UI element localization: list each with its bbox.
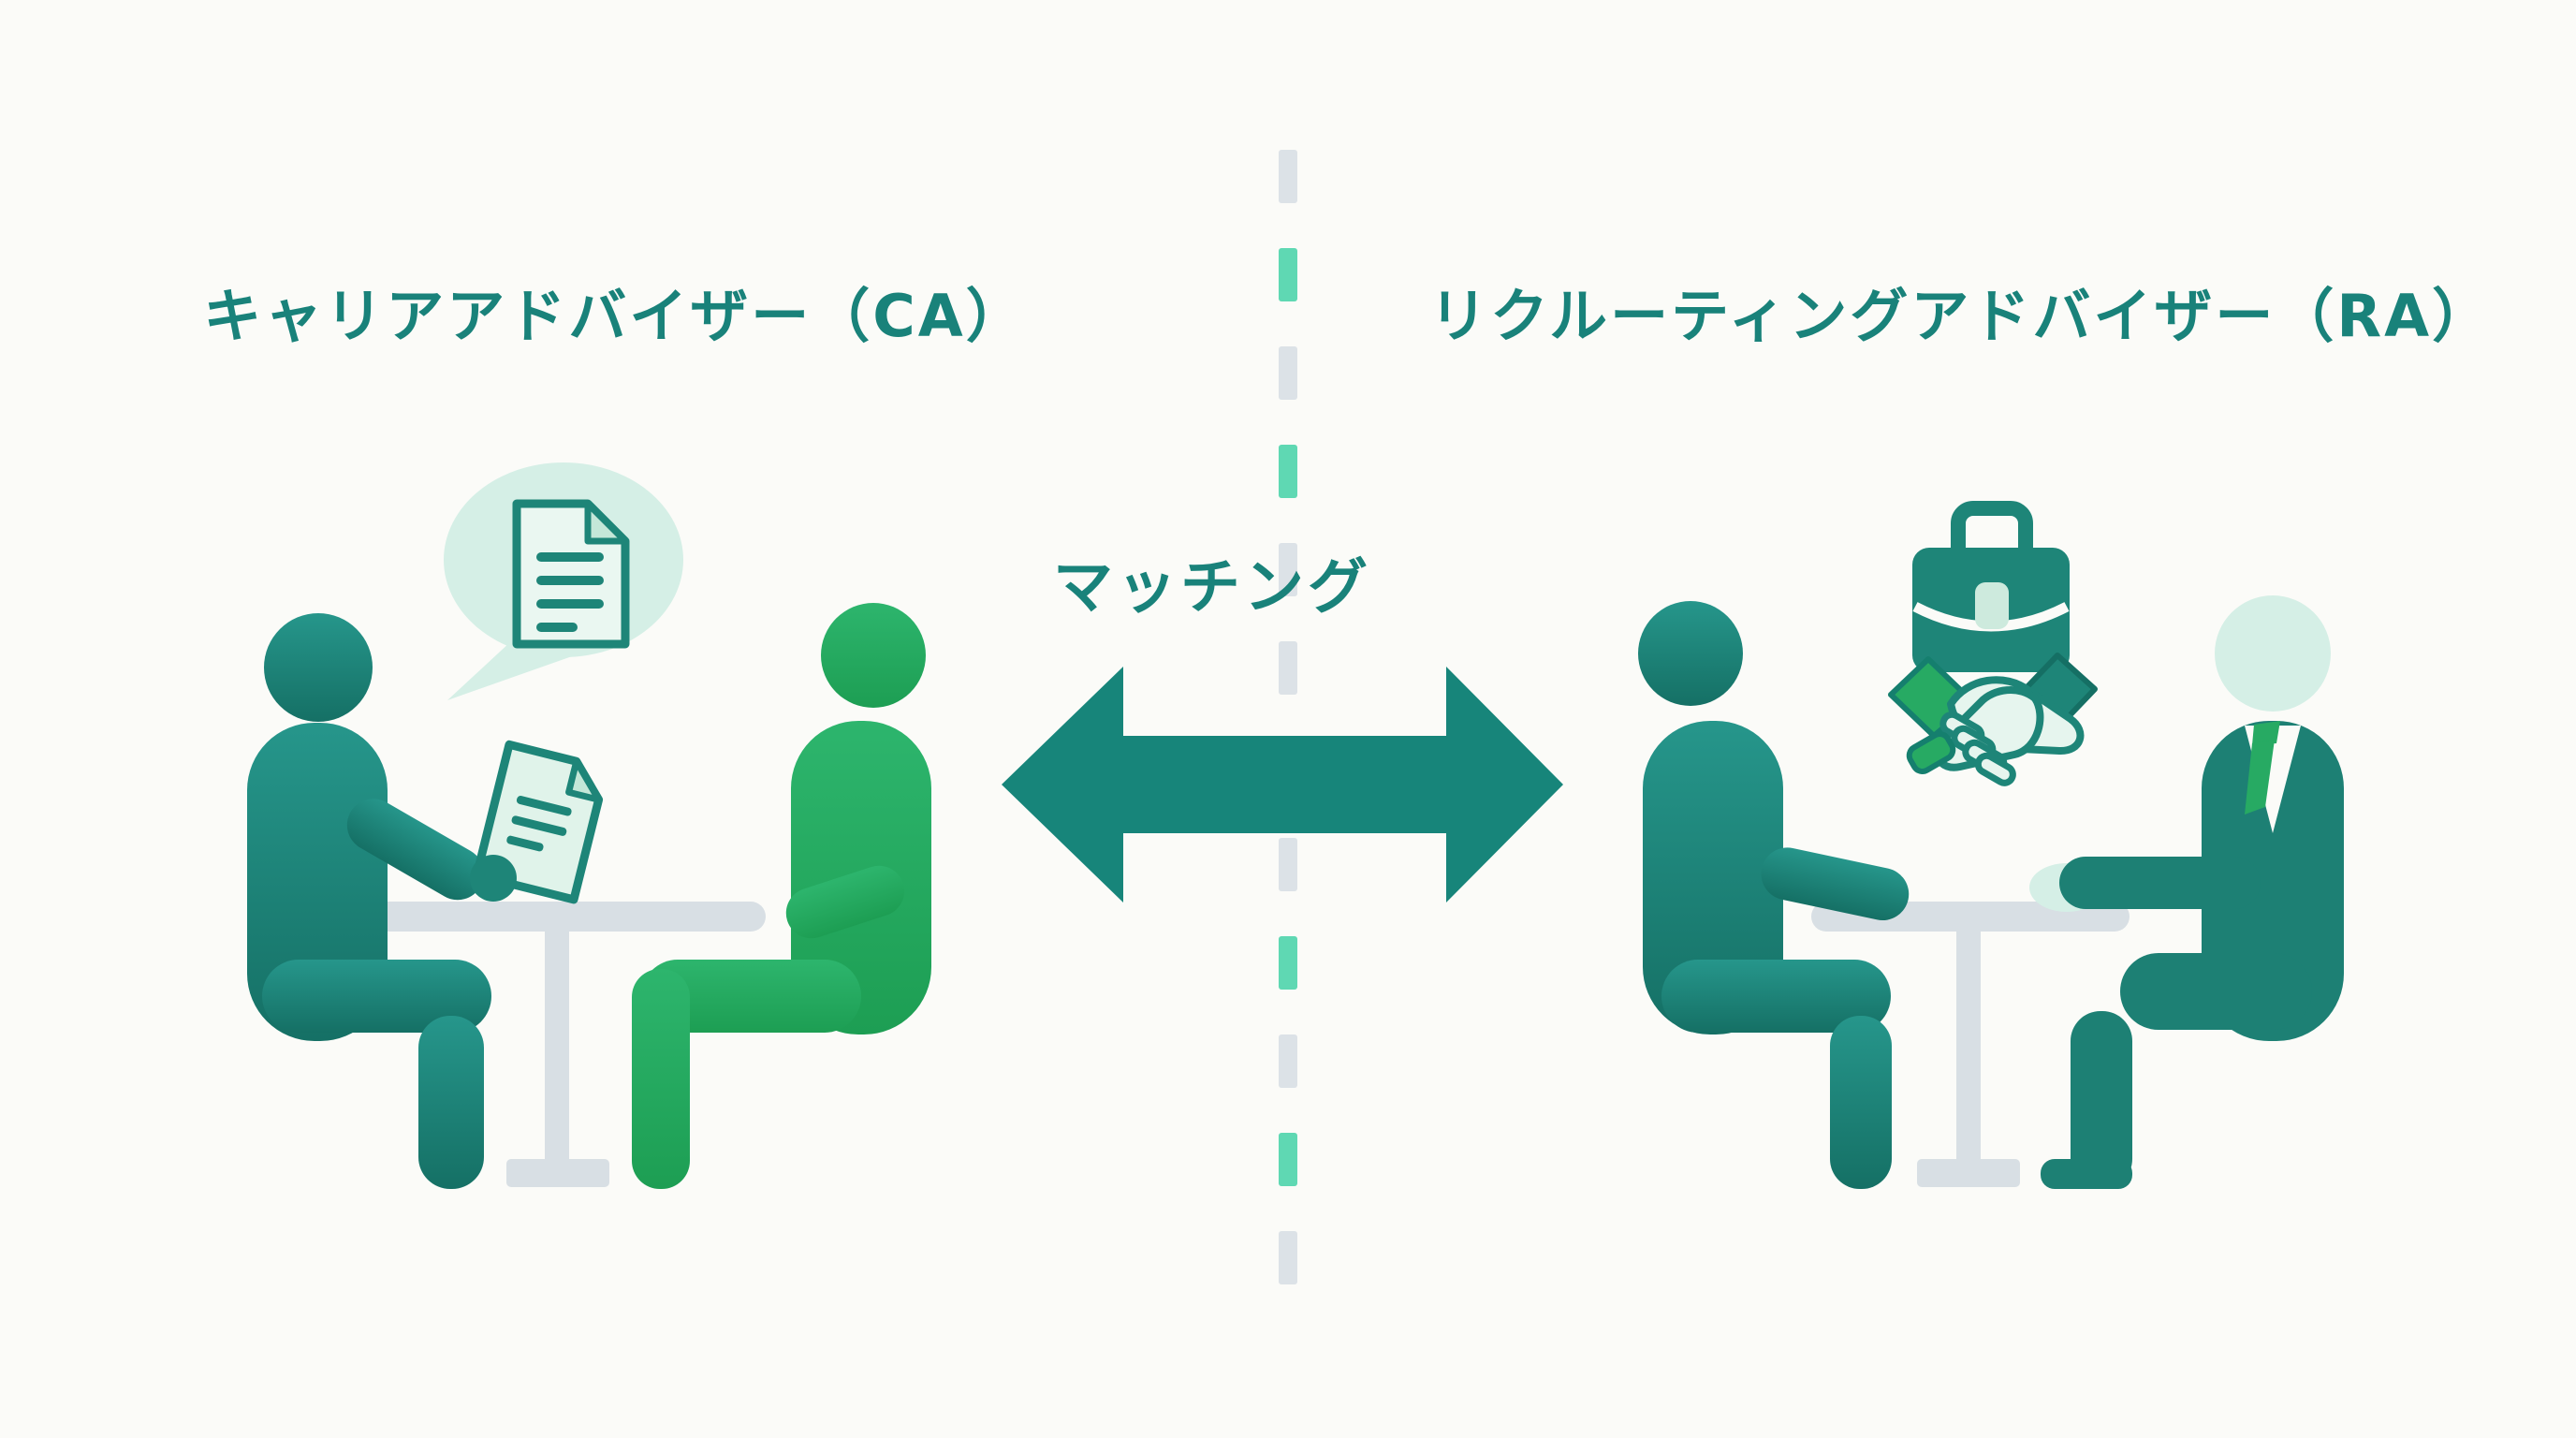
person-career-advisor	[247, 613, 491, 1189]
table-left	[354, 902, 766, 1187]
briefcase-icon	[1912, 501, 2070, 672]
left-section-title: キャリアアドバイザー（CA）	[203, 282, 1027, 350]
right-scene	[1638, 501, 2344, 1189]
person-company-representative	[2041, 595, 2344, 1189]
speech-bubble	[444, 462, 683, 700]
person-recruiting-advisor	[1638, 601, 1910, 1189]
divider-dashed-line	[1279, 150, 1297, 1284]
resume-document-icon	[512, 499, 630, 649]
right-section-title: リクルーティングアドバイザー（RA）	[1429, 282, 2494, 350]
handshake-icon	[1888, 653, 2098, 786]
advisor-hand	[470, 855, 517, 902]
face-circle	[2215, 595, 2331, 712]
matching-arrow-icon	[1002, 667, 1563, 902]
person-job-seeker	[632, 603, 931, 1189]
necktie-icon	[2245, 721, 2280, 814]
left-scene	[247, 462, 931, 1189]
matching-label: マッチング	[1053, 553, 1371, 623]
